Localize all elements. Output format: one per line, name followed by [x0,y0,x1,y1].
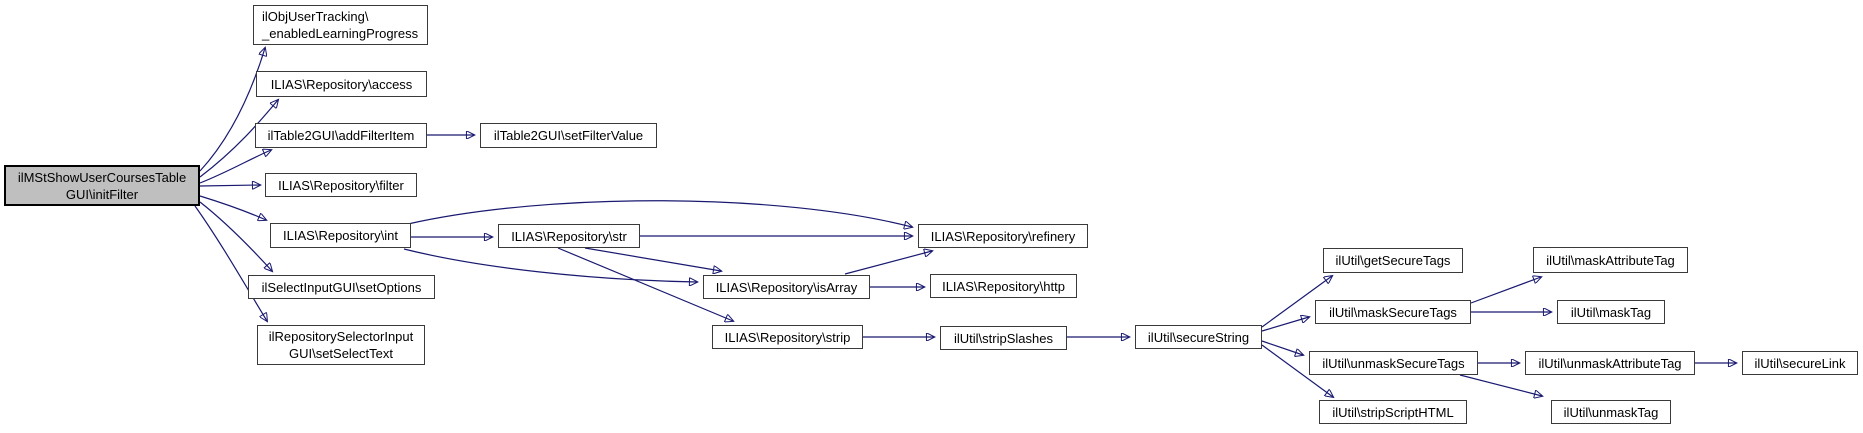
edge-isarray-to-refinery [844,251,932,275]
edge-securestring-to-getsecuretags [1261,276,1332,328]
edge-initfilter-to-enabledlearningprogress [199,48,265,172]
node-get-secure-tags[interactable]: ilUtil\getSecureTags [1323,248,1463,273]
node-get-secure-tags-label: ilUtil\getSecureTags [1335,253,1451,268]
node-repository-access[interactable]: ILIAS\Repository\access [256,71,427,97]
node-secure-link-label: ilUtil\secureLink [1754,355,1846,371]
node-unmask-secure-tags[interactable]: ilUtil\unmaskSecureTags [1309,351,1478,375]
edge-initfilter-to-filter [199,185,260,186]
node-secure-string[interactable]: ilUtil\secureString [1135,325,1262,349]
node-repository-is-array-label: ILIAS\Repository\isArray [715,279,858,295]
edge-int-to-isarray [403,248,697,282]
node-unmask-tag-label: ilUtil\unmaskTag [1563,404,1659,420]
node-set-filter-value[interactable]: ilTable2GUI\setFilterValue [480,123,657,148]
node-mask-tag-label: ilUtil\maskTag [1570,304,1652,320]
node-secure-string-label: ilUtil\secureString [1147,329,1250,345]
node-repository-http[interactable]: ILIAS\Repository\http [930,274,1077,298]
node-enabled-learning-progress-label: ilObjUserTracking\ _enabledLearningProgr… [262,9,419,41]
node-unmask-attribute-tag-label: ilUtil\unmaskAttributeTag [1538,355,1682,371]
node-init-filter: ilMStShowUserCoursesTable GUI\initFilter [4,165,200,206]
node-set-select-text-label: ilRepositorySelectorInput GUI\setSelectT… [268,329,414,361]
edge-securestring-to-unmasksecuretags [1261,340,1303,355]
node-repository-int-label: ILIAS\Repository\int [283,228,398,243]
edge-securestring-to-masksecuretags [1261,317,1309,332]
node-secure-link[interactable]: ilUtil\secureLink [1742,351,1858,375]
node-repository-strip-label: ILIAS\Repository\strip [724,329,851,345]
node-mask-tag[interactable]: ilUtil\maskTag [1557,300,1665,324]
node-repository-str[interactable]: ILIAS\Repository\str [498,224,640,248]
node-repository-access-label: ILIAS\Repository\access [270,76,413,92]
node-repository-filter-label: ILIAS\Repository\filter [278,177,404,193]
node-mask-attribute-tag-label: ilUtil\maskAttributeTag [1546,252,1675,268]
edge-securestring-to-stripscripthtml [1261,344,1333,397]
node-repository-int[interactable]: ILIAS\Repository\int [270,223,411,248]
node-set-options-label: ilSelectInputGUI\setOptions [261,279,422,295]
node-repository-refinery[interactable]: ILIAS\Repository\refinery [918,224,1088,248]
edge-initfilter-to-setselecttext [194,205,267,321]
node-set-options[interactable]: ilSelectInputGUI\setOptions [248,275,435,299]
node-strip-script-html-label: ilUtil\stripScriptHTML [1332,404,1454,420]
edge-str-to-strip [557,247,733,321]
edge-initfilter-to-setoptions [199,201,272,271]
node-unmask-tag[interactable]: ilUtil\unmaskTag [1551,400,1671,424]
node-mask-attribute-tag[interactable]: ilUtil\maskAttributeTag [1533,247,1688,273]
node-repository-strip[interactable]: ILIAS\Repository\strip [712,325,863,349]
edge-initfilter-to-int [199,195,266,220]
node-strip-slashes[interactable]: ilUtil\stripSlashes [940,326,1067,350]
edge-initfilter-to-access [199,100,278,178]
node-enabled-learning-progress[interactable]: ilObjUserTracking\ _enabledLearningProgr… [253,5,428,45]
node-add-filter-item-label: ilTable2GUI\addFilterItem [267,128,415,143]
node-init-filter-label: ilMStShowUserCoursesTable GUI\initFilter [17,169,187,202]
node-unmask-attribute-tag[interactable]: ilUtil\unmaskAttributeTag [1525,351,1695,375]
edge-unmasksecuretags-to-unmasktag [1459,374,1542,396]
node-repository-str-label: ILIAS\Repository\str [511,228,627,244]
node-strip-slashes-label: ilUtil\stripSlashes [954,330,1053,346]
node-repository-filter[interactable]: ILIAS\Repository\filter [265,173,417,197]
edge-initfilter-to-addfilteritem [199,150,271,184]
node-repository-http-label: ILIAS\Repository\http [942,278,1065,294]
edge-masksecuretags-to-maskattributetag [1470,277,1541,304]
node-unmask-secure-tags-label: ilUtil\unmaskSecureTags [1322,355,1465,371]
node-repository-refinery-label: ILIAS\Repository\refinery [930,228,1076,244]
node-add-filter-item[interactable]: ilTable2GUI\addFilterItem [255,123,427,148]
node-set-filter-value-label: ilTable2GUI\setFilterValue [493,128,644,143]
node-set-select-text[interactable]: ilRepositorySelectorInput GUI\setSelectT… [257,325,425,365]
edge-str-to-isarray [584,247,721,271]
node-mask-secure-tags[interactable]: ilUtil\maskSecureTags [1315,300,1471,324]
node-repository-is-array[interactable]: ILIAS\Repository\isArray [703,275,870,299]
node-strip-script-html[interactable]: ilUtil\stripScriptHTML [1319,400,1467,424]
node-mask-secure-tags-label: ilUtil\maskSecureTags [1329,304,1457,320]
edge-int-to-refinery [407,200,912,227]
